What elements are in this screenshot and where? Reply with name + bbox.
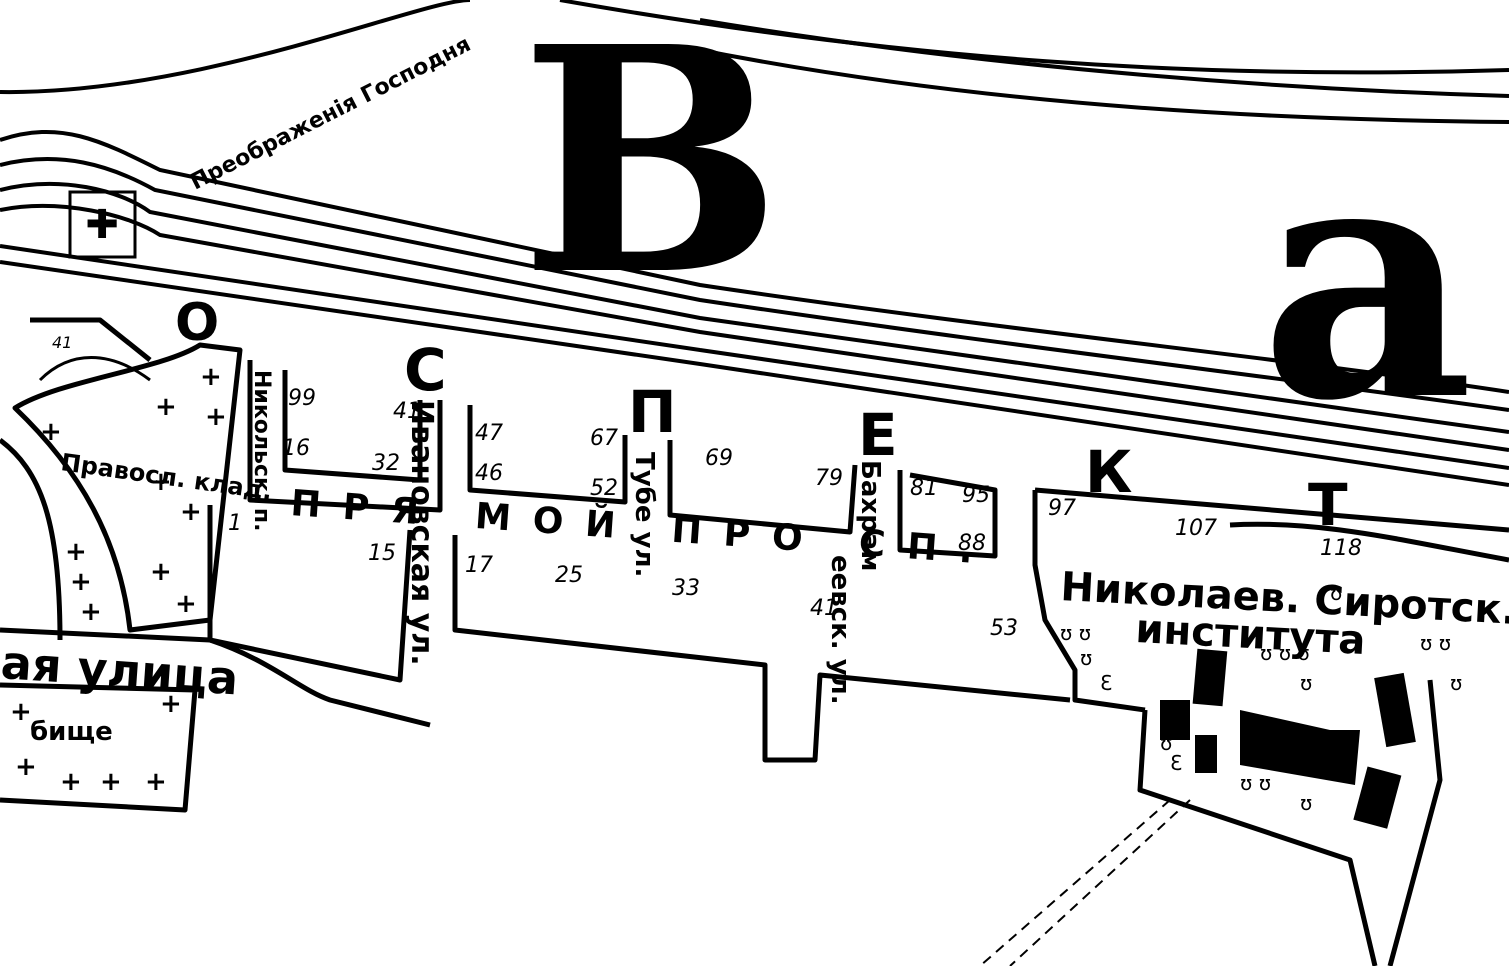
prospect-letter-3: П (628, 378, 677, 446)
prospect-letter-1: О (175, 293, 219, 353)
svg-text:+: + (10, 697, 32, 727)
house-number: 32 (372, 451, 400, 476)
house-number: 99 (288, 386, 316, 411)
svg-text:+: + (150, 467, 172, 497)
bakhrameevskaya-lower-label: еевск. ул. (825, 555, 855, 705)
house-number: 41 (810, 596, 838, 621)
svg-text:+: + (60, 767, 82, 797)
house-number: 107 (1175, 516, 1217, 541)
house-number: 1 (228, 511, 242, 536)
svg-text:+: + (145, 767, 167, 797)
svg-text:+: + (15, 752, 37, 782)
house-number: 88 (958, 531, 986, 556)
street-bottom-label: ая улица (0, 635, 240, 705)
house-number: 15 (368, 541, 396, 566)
ivanovskaya-street-label: Ивановская ул. (404, 400, 439, 666)
water-letter-v: В (520, 0, 782, 344)
church-cross-icon: ✚ (85, 202, 119, 248)
svg-text:ʊ ʊ: ʊ ʊ (1240, 771, 1271, 795)
svg-text:ʊ ʊ: ʊ ʊ (1060, 621, 1091, 645)
svg-text:+: + (205, 402, 227, 432)
svg-text:ʊ: ʊ (1330, 581, 1342, 605)
dashed-road-2 (979, 799, 1171, 967)
svg-text:+: + (70, 567, 92, 597)
svg-text:+: + (65, 537, 87, 567)
svg-text:+: + (180, 497, 202, 527)
church-label: Преображенiя Господня (186, 32, 475, 196)
house-number: 25 (555, 563, 583, 588)
house-number: 79 (815, 466, 843, 491)
svg-text:+: + (80, 597, 102, 627)
svg-text:+: + (100, 767, 122, 797)
bakhrameevskaya-upper-label: Бахрам (855, 460, 885, 572)
svg-text:+: + (150, 557, 172, 587)
cemetery-lower-label: бище (30, 717, 113, 747)
nikolsky-lane-label: Никольск. п. (249, 370, 274, 531)
house-number: 95 (962, 483, 990, 508)
city-blocks (207, 360, 1509, 967)
house-number: 33 (672, 576, 700, 601)
svg-text:+: + (175, 589, 197, 619)
house-number: 16 (282, 436, 310, 461)
svg-text:+: + (200, 362, 222, 392)
prospect-letter-4: Е (858, 401, 898, 469)
svg-text:ʊ ʊ ʊ: ʊ ʊ ʊ (1260, 641, 1310, 665)
house-number: 41 (393, 399, 421, 424)
cemetery: 41 Правосл. клад. бище +++ +++ +++ +++ +… (0, 317, 274, 813)
church-number: 41 (52, 333, 72, 352)
house-number: 17 (465, 553, 493, 578)
house-number: 47 (475, 421, 503, 446)
svg-text:+: + (40, 417, 62, 447)
svg-text:ʊ: ʊ (1160, 731, 1172, 755)
svg-text:ʊ: ʊ (1450, 671, 1462, 695)
house-number: 53 (990, 616, 1018, 641)
house-numbers: 99 41 16 32 1 15 47 67 46 52 17 25 69 79… (228, 386, 1362, 641)
house-number: 69 (705, 446, 733, 471)
tube-street-label: Тубе ул. (629, 452, 659, 577)
svg-text:ʊ: ʊ (1300, 791, 1312, 815)
svg-text:Ɛ: Ɛ (1170, 751, 1182, 775)
house-number: 81 (910, 476, 938, 501)
dashed-road-1 (1009, 799, 1191, 967)
house-number: 52 (590, 476, 618, 501)
svg-text:Ɛ: Ɛ (1100, 671, 1112, 695)
cemetery-crosses: +++ +++ +++ +++ +++ ++ (10, 362, 227, 797)
house-number: 118 (1320, 536, 1362, 561)
water-letter-a: а (1260, 85, 1474, 473)
svg-text:ʊ ʊ: ʊ ʊ (1420, 631, 1451, 655)
svg-text:+: + (155, 392, 177, 422)
svg-text:ʊ: ʊ (1080, 646, 1092, 670)
svg-text:+: + (160, 689, 182, 719)
house-number: 97 (1048, 496, 1076, 521)
svg-text:ʊ: ʊ (1300, 671, 1312, 695)
prospect-letter-2: С (404, 336, 447, 404)
house-number: 46 (475, 461, 503, 486)
river-lines (0, 0, 1509, 487)
house-number: 67 (590, 426, 618, 451)
